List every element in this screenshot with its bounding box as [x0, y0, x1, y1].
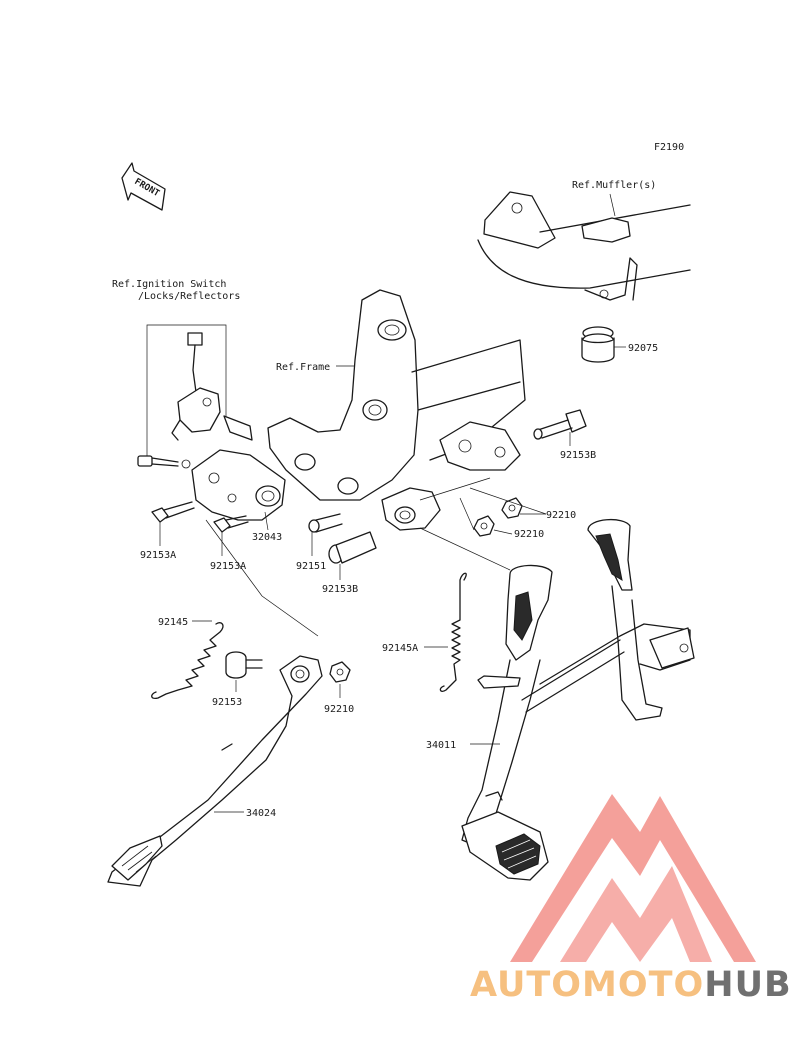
ref-muffler-label: Ref.Muffler(s) — [572, 180, 656, 191]
label-92153A-left: 92153A — [140, 550, 176, 561]
frame-reference: Ref.Frame — [267, 289, 526, 531]
bolt-92153A-left: 92153A — [140, 501, 195, 561]
label-92151: 92151 — [296, 561, 326, 572]
frame-side-plate — [267, 289, 419, 501]
bolt-92153: 92153 — [212, 651, 263, 708]
center-stand-pivot-pin — [477, 675, 521, 689]
label-32043: 32043 — [252, 532, 282, 543]
ignition-key-lock — [223, 415, 253, 441]
ref-ignition-label-line1: Ref.Ignition Switch — [112, 279, 226, 290]
assembly-leader-2 — [419, 527, 511, 571]
front-arrow-icon: FRONT — [121, 162, 166, 211]
ignition-switch-body — [177, 387, 221, 433]
label-92210-c: 92210 — [324, 704, 354, 715]
bolt-92153B-bottom: 92153B — [322, 531, 377, 595]
nut-92210-b: 92210 — [459, 497, 544, 540]
muffler-bracket — [483, 191, 556, 249]
label-92075: 92075 — [628, 343, 658, 354]
spring-92145: 92145 — [151, 617, 224, 700]
stand-bracket-32043: 32043 — [191, 449, 286, 543]
bolt-92153B-top: 92153B — [533, 409, 596, 461]
ignition-reference-group: Ref.Ignition Switch /Locks/Reflectors — [112, 279, 253, 458]
watermark-text-automoto: AUTOMOTO — [470, 965, 704, 1005]
figure-code: F2190 — [654, 142, 684, 153]
ignition-connector — [187, 332, 203, 346]
frame-lower-lug — [439, 421, 521, 471]
watermark-text-hub: HUB — [704, 965, 791, 1005]
label-92210-a: 92210 — [546, 510, 576, 521]
ref-frame-label: Ref.Frame — [276, 362, 330, 373]
automotohub-logo: AUTOMOTOHUB — [470, 794, 792, 1005]
bolt-92153A-middle: 92153A — [210, 515, 249, 572]
muffler-mount-tab — [584, 257, 638, 301]
label-92145A: 92145A — [382, 643, 418, 654]
label-92145: 92145 — [158, 617, 188, 628]
assembly-leader-1 — [205, 519, 319, 637]
ref-ignition-label-line2: /Locks/Reflectors — [138, 291, 240, 302]
center-stand-stopper-tab — [649, 627, 695, 669]
label-92153B-top: 92153B — [560, 450, 596, 461]
nut-92210-c: 92210 — [324, 661, 354, 715]
svg-text:AUTOMOTOHUB: AUTOMOTOHUB — [470, 965, 792, 1005]
damper-92075: 92075 — [581, 326, 658, 363]
label-92153: 92153 — [212, 697, 242, 708]
muffler-clamp — [581, 217, 631, 243]
automotohub-logo-mark — [510, 794, 756, 962]
label-92153B-bottom: 92153B — [322, 584, 358, 595]
pin-92151: 92151 — [296, 513, 343, 572]
label-92210-b: 92210 — [514, 529, 544, 540]
nut-92210-a: 92210 — [469, 487, 576, 521]
side-stand-34024: 34024 — [107, 655, 323, 887]
label-34024: 34024 — [246, 808, 276, 819]
spring-92145A: 92145A — [382, 572, 467, 692]
label-34011: 34011 — [426, 740, 456, 751]
screw-left — [137, 455, 191, 469]
center-stand-34011: 34011 — [426, 519, 695, 881]
label-92153A-middle: 92153A — [210, 561, 246, 572]
muffler-reference-group: Ref.Muffler(s) — [477, 180, 691, 301]
